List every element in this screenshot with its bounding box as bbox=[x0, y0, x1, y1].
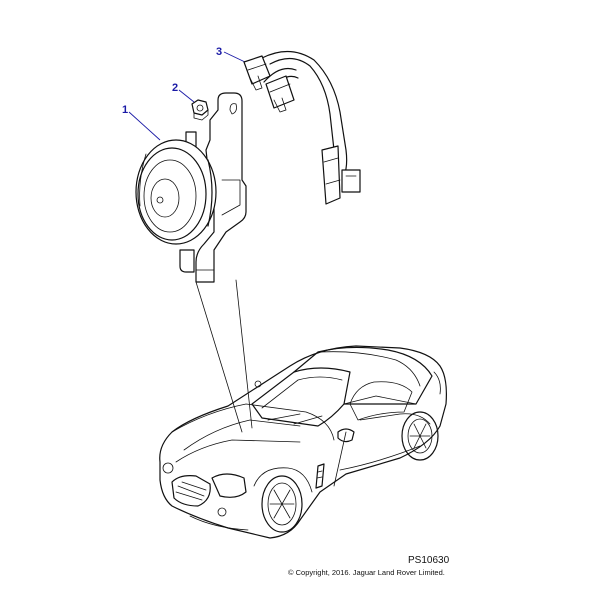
callout-3-leader bbox=[223, 51, 246, 63]
horn-assembly bbox=[135, 92, 247, 283]
location-line-right bbox=[235, 279, 253, 429]
car-outline bbox=[159, 345, 447, 539]
wiring-harness bbox=[243, 50, 361, 205]
connector-a bbox=[243, 55, 271, 85]
callout-2-label: 2 bbox=[172, 82, 178, 94]
callout-3[interactable]: 3 bbox=[216, 46, 246, 63]
callout-2[interactable]: 2 bbox=[172, 82, 195, 103]
callout-1[interactable]: 1 bbox=[122, 104, 161, 141]
callout-1-leader bbox=[128, 111, 161, 141]
callout-1-label: 1 bbox=[122, 104, 128, 116]
diagram-ref: PS10630 bbox=[408, 555, 450, 566]
callout-3-label: 3 bbox=[216, 46, 222, 58]
connector-end bbox=[321, 145, 341, 205]
nut bbox=[191, 99, 209, 121]
callout-2-leader bbox=[178, 89, 195, 103]
horn-bracket bbox=[195, 92, 247, 283]
copyright: © Copyright, 2016. Jaguar Land Rover Lim… bbox=[288, 568, 445, 577]
connector-b bbox=[265, 75, 295, 109]
